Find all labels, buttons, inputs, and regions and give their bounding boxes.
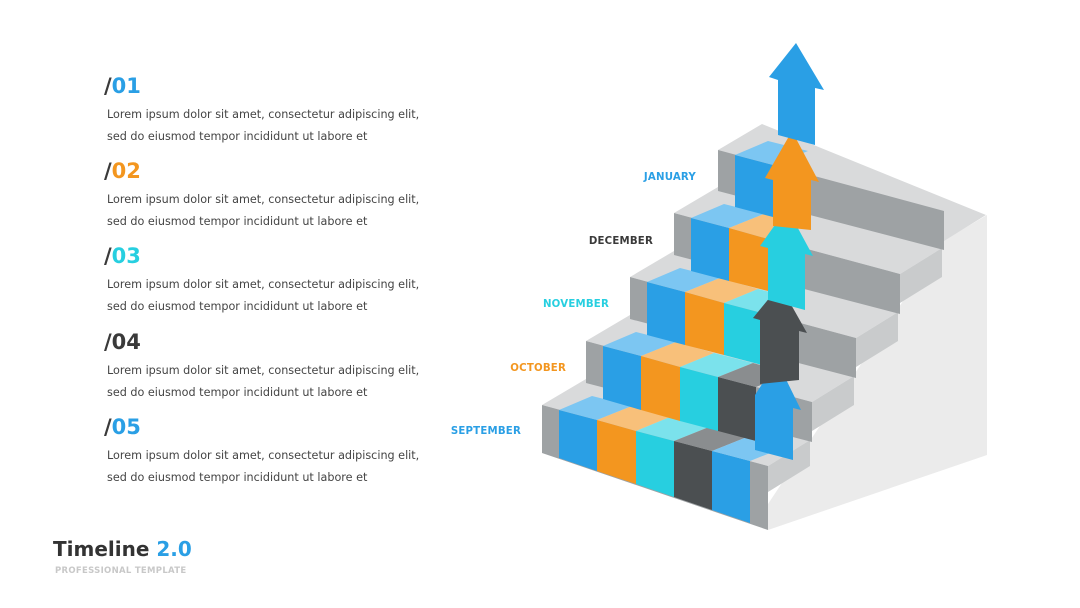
item-number-value: 02 <box>111 159 141 183</box>
item-number: /01 <box>104 74 141 98</box>
arrow-september <box>755 361 801 460</box>
item-number: /03 <box>104 244 141 268</box>
footer-title: Timeline 2.0 <box>53 537 192 561</box>
step-1 <box>542 379 810 530</box>
timeline-item-1: /01 Lorem ipsum dolor sit amet, consecte… <box>104 74 424 148</box>
item-number: /04 <box>104 330 141 354</box>
footer-version: 2.0 <box>156 537 192 561</box>
item-number-value: 04 <box>111 330 141 354</box>
item-number-value: 05 <box>111 415 141 439</box>
item-description: Lorem ipsum dolor sit amet, consectetur … <box>107 364 420 399</box>
item-number-value: 01 <box>111 74 141 98</box>
item-description: Lorem ipsum dolor sit amet, consectetur … <box>107 193 420 228</box>
month-label-september: SEPTEMBER <box>450 426 521 437</box>
month-label-november: NOVEMBER <box>542 299 609 310</box>
step-3 <box>630 251 898 378</box>
item-description: Lorem ipsum dolor sit amet, consectetur … <box>107 108 420 143</box>
timeline-item-2: /02 Lorem ipsum dolor sit amet, consecte… <box>104 159 424 233</box>
footer-subtitle: PROFESSIONAL TEMPLATE <box>55 566 187 576</box>
item-number-value: 03 <box>111 244 141 268</box>
arrow-october <box>753 285 807 384</box>
arrow-january <box>769 43 824 145</box>
month-label-october: OCTOBER <box>510 363 566 374</box>
item-number: /05 <box>104 415 141 439</box>
arrow-november <box>760 208 813 310</box>
timeline-item-4: /04 Lorem ipsum dolor sit amet, consecte… <box>104 330 424 404</box>
item-description: Lorem ipsum dolor sit amet, consectetur … <box>107 449 420 484</box>
arrow-december <box>765 131 819 230</box>
timeline-item-5: /05 Lorem ipsum dolor sit amet, consecte… <box>104 415 424 489</box>
month-label-december: DECEMBER <box>588 236 653 247</box>
item-number: /02 <box>104 159 141 183</box>
item-description: Lorem ipsum dolor sit amet, consectetur … <box>107 278 420 313</box>
month-label-january: JANUARY <box>643 172 696 183</box>
timeline-item-3: /03 Lorem ipsum dolor sit amet, consecte… <box>104 244 424 318</box>
